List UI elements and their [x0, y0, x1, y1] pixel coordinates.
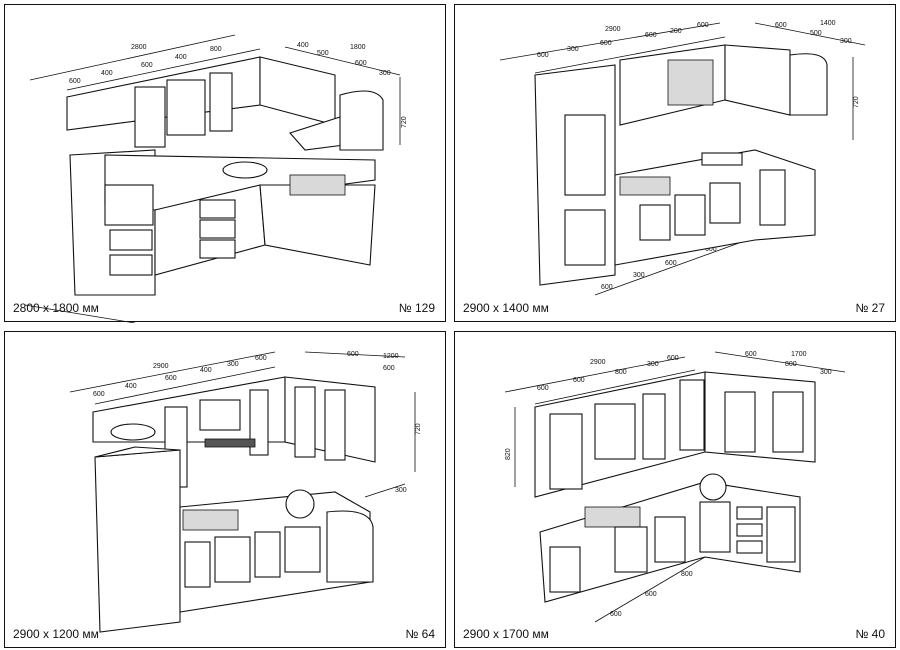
kitchen-number-label: № 129	[398, 301, 435, 315]
dim-top-total: 2800	[131, 44, 147, 51]
dim-right-total: 1800	[350, 44, 366, 51]
dim-right-part: 300	[840, 38, 852, 45]
dim-right-part: 600	[383, 365, 395, 372]
kitchen-number-label: № 27	[855, 301, 885, 315]
dim-right-part: 500	[317, 50, 329, 57]
dim-top-part: 600	[69, 78, 81, 85]
dim-height: 720	[415, 423, 422, 435]
dim-top-part: 600	[141, 62, 153, 69]
dim-right-part: 300	[820, 369, 832, 376]
dim-bottom-part: 600	[665, 260, 677, 267]
dim-right-part: 600	[347, 351, 359, 358]
kitchen-panel-27: 2900 600 300 600 600 200 600 1400 600 50…	[454, 4, 896, 322]
kitchen-size-label: 2900 x 1200 мм	[13, 627, 99, 641]
dim-top-part: 400	[200, 367, 212, 374]
kitchen-number-label: № 40	[855, 627, 885, 641]
dim-bottom-part: 600	[645, 591, 657, 598]
dim-right-part: 400	[297, 42, 309, 49]
dim-top-total: 2900	[590, 359, 606, 366]
dim-top-part: 600	[93, 391, 105, 398]
dim-top-part: 600	[537, 385, 549, 392]
dim-top-part: 800	[210, 46, 222, 53]
dim-top-part: 300	[567, 46, 579, 53]
dim-top-part: 600	[697, 22, 709, 29]
kitchen-size-label: 2800 x 1800 мм	[13, 301, 99, 315]
dim-top-part: 400	[175, 54, 187, 61]
dim-right-total: 1200	[383, 353, 399, 360]
dim-top-part: 200	[670, 28, 682, 35]
dim-top-part: 600	[573, 377, 585, 384]
dim-top-part: 600	[645, 32, 657, 39]
dim-bottom-part: 600	[610, 611, 622, 618]
dim-right-part: 600	[775, 22, 787, 29]
dim-top-part: 300	[227, 361, 239, 368]
dim-right-part: 600	[745, 351, 757, 358]
kitchen-panel-64: 2900 600 400 600 400 300 600 1200 600 60…	[4, 331, 446, 648]
dim-bottom-part: 600	[601, 284, 613, 291]
dim-top-part: 600	[537, 52, 549, 59]
dim-top-part: 400	[125, 383, 137, 390]
dim-right-part: 800	[785, 361, 797, 368]
kitchen-drawing-129: 2800 600 400 600 400 800 1800 400 500 60…	[24, 34, 408, 323]
kitchen-number-label: № 64	[405, 627, 435, 641]
dim-top-total: 2900	[605, 26, 621, 33]
dim-top-part: 600	[600, 40, 612, 47]
kitchen-panel-129: 2800 600 400 600 400 800 1800 400 500 60…	[4, 4, 446, 323]
dim-bottom-part: 800	[681, 571, 693, 578]
dim-bottom-part: 300	[633, 272, 645, 279]
dim-right-part: 600	[355, 60, 367, 67]
kitchen-drawing-64: 2900 600 400 600 400 300 600 1200 600 60…	[69, 351, 422, 633]
dim-top-total: 2900	[153, 363, 169, 370]
kitchen-size-label: 2900 x 1400 мм	[463, 301, 549, 315]
dim-bottom-part: 600	[705, 246, 717, 253]
dim-top-part: 300	[647, 361, 659, 368]
dim-right-part: 500	[810, 30, 822, 37]
dim-height: 720	[853, 96, 860, 108]
dim-top-part: 600	[255, 355, 267, 362]
dim-height: 820	[505, 448, 512, 460]
kitchen-drawing-40: 2900 600 600 800 300 600 1700 600 800 30…	[504, 351, 846, 623]
dim-top-part: 600	[667, 355, 679, 362]
kitchen-drawing-27: 2900 600 300 600 600 200 600 1400 600 50…	[499, 20, 866, 296]
dim-top-part: 400	[101, 70, 113, 77]
dim-right-total: 1700	[791, 351, 807, 358]
dim-right-total: 1400	[820, 20, 836, 27]
kitchen-panel-40: 2900 600 600 800 300 600 1700 600 800 30…	[454, 331, 896, 648]
dim-side: 300	[395, 487, 407, 494]
dim-height: 720	[401, 116, 408, 128]
kitchen-size-label: 2900 x 1700 мм	[463, 627, 549, 641]
dim-top-part: 600	[165, 375, 177, 382]
dim-top-part: 800	[615, 369, 627, 376]
dim-right-part: 300	[379, 70, 391, 77]
